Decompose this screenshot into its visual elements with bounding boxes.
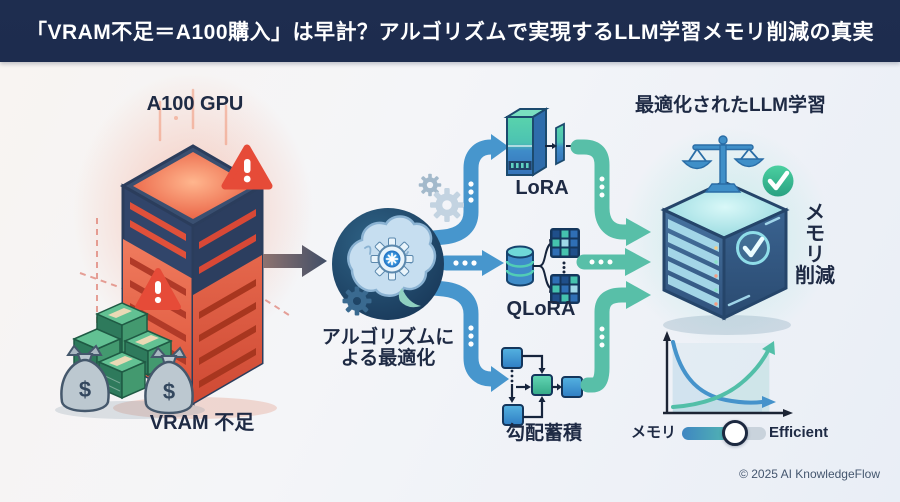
memory-reduction-label: メ モ リ 削減 [795,202,835,287]
flow-arrow-icon [263,245,327,277]
header-bar: 「VRAM不足＝A100購入」は早計？アルゴリズムで実現するLLM学習メモリ削減… [0,0,900,62]
qlora-icon [505,228,580,304]
branch-arrow-top [426,134,509,246]
matrix-grid-icon [550,228,580,258]
method-label-qlora: QLoRA [506,298,576,320]
branch-arrow-bottom [426,280,509,392]
optimization-label: アルゴリズムに よる最適化 [321,327,455,370]
merge-arrow-bottom [580,281,651,393]
money-bag-icon: $ [144,346,194,415]
money-bag-icon: $ [60,344,110,413]
warning-triangle-icon [221,144,273,190]
warning-triangle-icon [135,268,181,310]
dollar-sign: $ [163,379,175,404]
gear-icon [430,188,464,222]
vram-shortage-label: VRAM 不足 [149,412,255,434]
dollar-sign: $ [79,377,91,402]
merge-arrow-middle [576,248,651,276]
lora-icon [503,107,577,177]
efficiency-curve [671,347,771,409]
method-label-gradient-accumulation: 勾配蓄積 [505,423,582,444]
result-title: 最適化されたLLM学習 [634,95,827,116]
memory-chart [663,331,793,417]
brain-gear-icon [347,215,437,308]
copyright-text: © 2025 AI KnowledgeFlow [739,467,880,481]
illustration-svg: $ $ [55,72,832,426]
check-circle-icon [736,231,770,265]
heat-streaks [158,88,228,146]
chart-axes [663,331,793,417]
memory-curve [671,340,764,405]
optimized-server-icon [660,180,791,335]
gpu-server-icon [113,144,277,419]
gpu-label: A100 GPU [146,93,244,115]
matrix-grid-icon [550,274,580,304]
slider-left-label: メモリ [630,424,676,441]
branch-arrow-middle [438,250,504,276]
merge-arrow-top [570,139,651,246]
slider-right-label: Efficient [769,424,829,441]
balance-scale-icon [681,135,765,193]
optimization-circle-icon [332,174,464,320]
method-label-lora: LoRA [515,177,569,199]
page-title: 「VRAM不足＝A100購入」は早計？アルゴリズムで実現するLLM学習メモリ削減… [25,21,875,44]
gradient-accumulation-icon [501,347,583,426]
slider-knob[interactable] [722,420,748,446]
check-badge-icon [762,165,794,197]
